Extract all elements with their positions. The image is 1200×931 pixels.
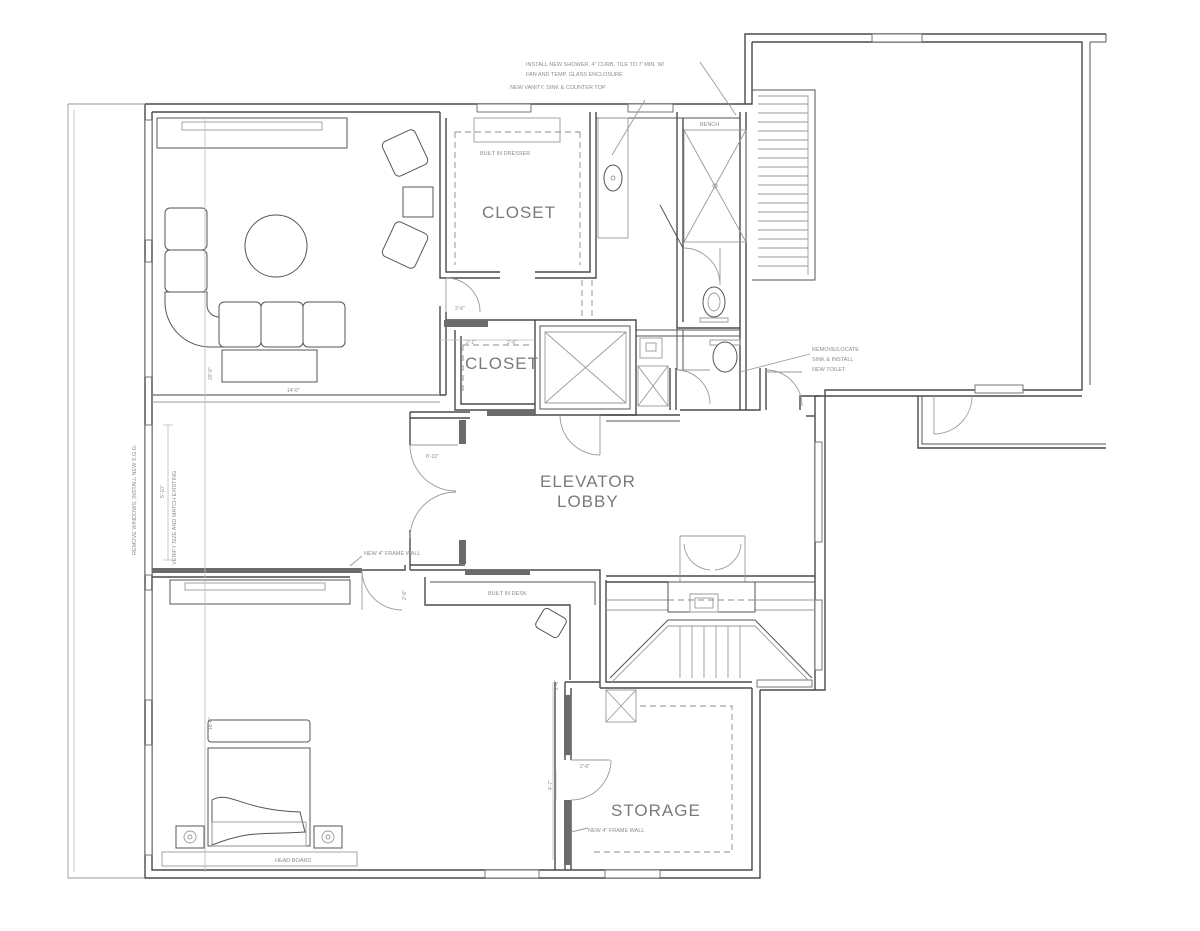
living-room-furniture <box>156 117 434 383</box>
closet-lower-label: CLOSET <box>465 354 539 373</box>
dim-7: 8'-10" <box>426 454 439 460</box>
leader-lines <box>349 61 811 833</box>
bedroom-furniture <box>161 579 358 867</box>
storage-label: STORAGE <box>611 801 701 820</box>
note-shower-line1: INSTALL NEW SHOWER, 4" CURB, TILE TO 7' … <box>526 62 665 68</box>
notes: INSTALL NEW SHOWER, 4" CURB, TILE TO 7' … <box>132 62 859 864</box>
note-remove-windows: REMOVE WINDOWS, INSTALL NEW S.G.D. <box>132 444 138 555</box>
dim-6: 5'-10" <box>160 485 166 498</box>
desk-area <box>535 607 567 639</box>
dimension-labels: 2'-6" 2'-1" 2'-6" 14'-0" 20'-9" 5'-10" 8… <box>160 306 590 790</box>
note-bench: BENCH <box>700 122 719 128</box>
dim-10: 4'-7" <box>548 780 554 790</box>
note-vanity: NEW VANITY, SINK & COUNTER TOP <box>510 85 606 91</box>
dim-2: 2'-1" <box>466 340 476 346</box>
dim-4: 14'-0" <box>287 388 300 394</box>
note-dresser: BUILT IN DRESSER <box>480 151 530 157</box>
note-frame-wall-upper: NEW 4" FRAME WALL <box>364 551 420 557</box>
storage-fixtures <box>590 593 755 853</box>
elevator <box>544 331 627 404</box>
bath-fixtures <box>597 117 747 407</box>
dim-12: 2'-6" <box>554 680 560 690</box>
stairs <box>609 89 816 683</box>
dim-5: 20'-9" <box>208 367 214 380</box>
closet-fixtures <box>454 117 593 395</box>
dim-8: 2'-6" <box>402 590 408 600</box>
dim-11: 18'-0" <box>208 717 214 730</box>
dim-1: 2'-6" <box>455 306 465 312</box>
closet-upper-label: CLOSET <box>482 203 556 222</box>
windows <box>144 33 1024 879</box>
note-shower-line2: FAN AND TEMP. GLASS ENCLOSURE <box>526 72 623 78</box>
note-head-board: HEAD BOARD <box>275 858 311 864</box>
note-relocate-line1: REMOVE/LOCATE <box>812 347 859 353</box>
lobby-label-line1: ELEVATOR <box>540 472 636 491</box>
new-frame-walls <box>152 320 571 865</box>
note-frame-wall-lower: NEW 4" FRAME WALL <box>588 828 644 834</box>
room-labels: CLOSET CLOSET ELEVATOR LOBBY STORAGE <box>465 203 701 820</box>
dimension-lines <box>152 118 557 872</box>
note-relocate-line2: SINK & INSTALL <box>812 357 853 363</box>
lobby-label-line2: LOBBY <box>557 492 619 511</box>
dim-9: 2'-6" <box>580 764 590 770</box>
doors <box>361 247 973 801</box>
note-built-in-desk: BUILT IN DESK <box>488 591 527 597</box>
dim-3: 2'-6" <box>507 340 517 346</box>
note-verify-size: VERIFY SIZE AND MATCH EXISTING <box>172 471 178 565</box>
note-relocate-line3: NEW TOILET <box>812 367 846 373</box>
